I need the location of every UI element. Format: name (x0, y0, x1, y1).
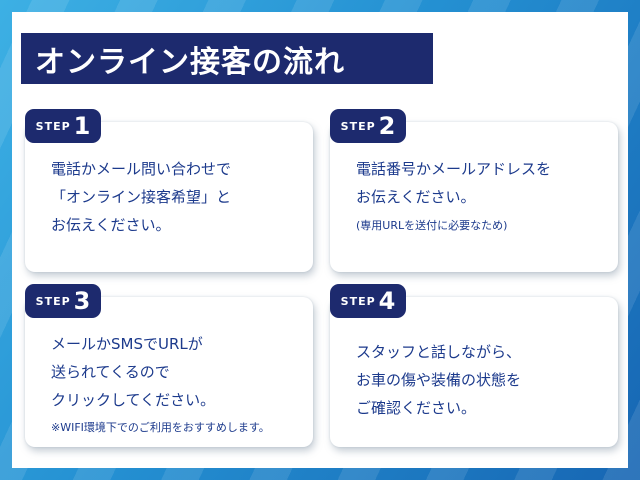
step-card-4: STEP 4 スタッフと話しながら、 お車の傷や装備の状態を ご確認ください。 (330, 284, 618, 447)
step-text-line: ご確認ください。 (356, 398, 477, 417)
step-badge-1: STEP 1 (25, 109, 101, 143)
step-text-line: 「オンライン接客希望」と (51, 187, 232, 206)
step-number: 2 (378, 112, 396, 140)
step-text-line: クリックしてください。 (51, 390, 216, 409)
step-text-line: メールかSMSでURLが (51, 335, 203, 353)
step-text: 電話かメール問い合わせで 「オンライン接客希望」と お伝えください。 (25, 122, 313, 239)
step-text-line: お伝えください。 (51, 215, 171, 234)
step-note: (専用URLを送付に必要なため) (356, 218, 508, 232)
step-label: STEP (340, 294, 376, 308)
step-text-line: お車の傷や装備の状態を (356, 370, 522, 389)
step-number: 4 (378, 287, 396, 315)
step-text-line: 電話番号かメールアドレスを (356, 160, 552, 178)
step-label: STEP (35, 294, 71, 308)
step-card-1: STEP 1 電話かメール問い合わせで 「オンライン接客希望」と お伝えください… (25, 109, 313, 272)
step-text-line: スタッフと話しながら、 (356, 343, 522, 361)
step-card-3: STEP 3 メールかSMSでURLが 送られてくるので クリックしてください。… (25, 284, 313, 447)
step-text: 電話番号かメールアドレスを お伝えください。 (330, 122, 618, 212)
title-banner: オンライン接客の流れ (21, 33, 433, 84)
page-title: オンライン接客の流れ (35, 44, 345, 80)
step-text: スタッフと話しながら、 お車の傷や装備の状態を ご確認ください。 (330, 297, 618, 422)
step-badge-3: STEP 3 (25, 284, 101, 318)
content-panel: オンライン接客の流れ STEP 1 電話かメール問い合わせで 「オンライン接客希… (12, 12, 628, 468)
step-label: STEP (340, 119, 376, 133)
step-number: 1 (73, 112, 91, 140)
step-text-line: 送られてくるので (51, 362, 170, 381)
step-note: ※WIFI環境下でのご利用をおすすめします。 (51, 421, 270, 435)
step-number: 3 (73, 287, 91, 315)
step-label: STEP (35, 119, 71, 133)
step-badge-2: STEP 2 (330, 109, 406, 143)
step-text-line: お伝えください。 (356, 187, 476, 206)
step-card-2: STEP 2 電話番号かメールアドレスを お伝えください。 (専用URLを送付に… (330, 109, 618, 272)
step-text: メールかSMSでURLが 送られてくるので クリックしてください。 (25, 297, 313, 414)
step-badge-4: STEP 4 (330, 284, 406, 318)
step-text-line: 電話かメール問い合わせで (51, 160, 232, 178)
